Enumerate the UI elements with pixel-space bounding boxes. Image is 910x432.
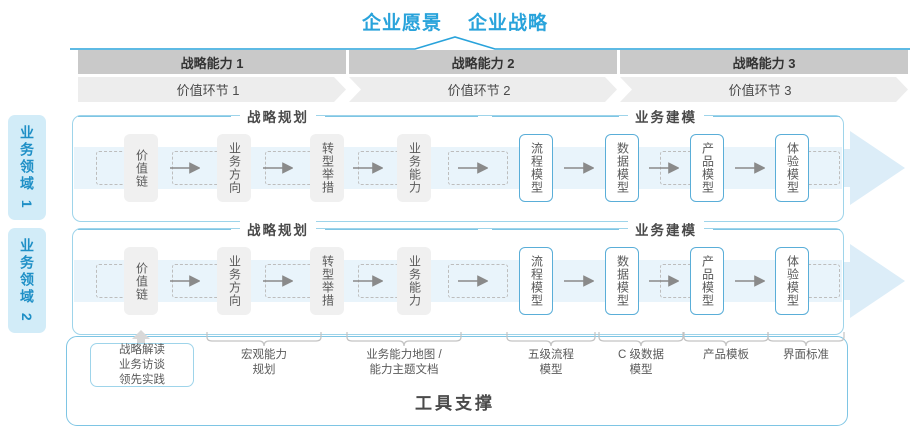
bracket-icon: [346, 332, 462, 346]
value-link-1[interactable]: 价值环节 1: [78, 77, 346, 102]
arrow-icon: [170, 275, 200, 287]
tool-label-boxed-line-1: 战略解读: [119, 343, 165, 356]
title-vision: 企业愿景: [361, 12, 442, 34]
node-planning-3[interactable]: 转型举措: [310, 134, 344, 202]
section-header-modeling-1: 业务建模: [492, 106, 840, 126]
tool-label-3-line-2: 模型: [539, 364, 563, 376]
tool-label-4: C 级数据 模型: [597, 348, 685, 378]
node-modeling-4[interactable]: 体验模型: [775, 247, 809, 315]
section-header-planning-1: 战略规划: [78, 106, 478, 126]
up-arrow-icon: [132, 330, 150, 346]
arrow-icon: [458, 275, 488, 287]
bracket-icon: [767, 332, 845, 346]
tool-label-boxed-line-2: 业务访谈: [119, 358, 165, 371]
node-planning-1[interactable]: 价值链: [124, 247, 158, 315]
node-planning-2[interactable]: 业务方向: [217, 134, 251, 202]
capability-bar: 战略能力 1 战略能力 2 战略能力 3: [78, 50, 908, 74]
domain-label-2: 业务领域 2: [8, 228, 46, 333]
node-planning-2[interactable]: 业务方向: [217, 247, 251, 315]
arrow-icon: [170, 162, 200, 174]
tool-label-1-line-1: 宏观能力: [241, 349, 287, 361]
tool-label-1: 宏观能力 规划: [204, 348, 324, 378]
bracket-icon: [506, 332, 596, 346]
tool-label-boxed[interactable]: 战略解读 业务访谈 领先实践: [90, 343, 194, 387]
node-planning-3[interactable]: 转型举措: [310, 247, 344, 315]
value-link-2[interactable]: 价值环节 2: [349, 77, 617, 102]
arrow-icon: [735, 162, 765, 174]
arrow-icon: [649, 275, 679, 287]
node-modeling-2[interactable]: 数据模型: [605, 134, 639, 202]
capability-cell-1[interactable]: 战略能力 1: [78, 50, 346, 74]
node-modeling-2[interactable]: 数据模型: [605, 247, 639, 315]
node-modeling-3[interactable]: 产品模型: [690, 247, 724, 315]
diagram-title: 企业愿景 企业战略: [0, 6, 910, 36]
section-line-left: [492, 228, 619, 230]
bracket-icon: [206, 332, 322, 346]
section-label-modeling: 业务建模: [628, 106, 704, 126]
tool-label-3-line-1: 五级流程: [528, 349, 574, 361]
arrow-icon: [564, 162, 594, 174]
node-modeling-1[interactable]: 流程模型: [519, 247, 553, 315]
node-planning-1[interactable]: 价值链: [124, 134, 158, 202]
node-modeling-4[interactable]: 体验模型: [775, 134, 809, 202]
tool-label-5: 产品模板: [682, 348, 770, 363]
section-label-planning: 战略规划: [240, 106, 316, 126]
bracket-icon: [598, 332, 684, 346]
placeholder-dash: [448, 151, 508, 185]
tool-label-2: 业务能力地图 / 能力主题文档: [344, 348, 464, 378]
value-link-3[interactable]: 价值环节 3: [620, 77, 908, 102]
section-header-modeling-2: 业务建模: [492, 219, 840, 239]
node-modeling-1[interactable]: 流程模型: [519, 134, 553, 202]
value-link-1-label: 价值环节 1: [176, 83, 240, 98]
section-line-left: [78, 115, 231, 117]
value-link-2-label: 价值环节 2: [447, 83, 511, 98]
title-strategy: 企业战略: [468, 12, 549, 34]
section-line-right: [713, 115, 840, 117]
arrow-icon: [564, 275, 594, 287]
tool-label-4-line-2: 模型: [629, 364, 653, 376]
node-planning-4[interactable]: 业务能力: [397, 134, 431, 202]
tool-label-3: 五级流程 模型: [505, 348, 597, 378]
arrow-icon: [353, 162, 383, 174]
tool-label-6-line-1: 界面标准: [783, 349, 829, 361]
section-label-planning: 战略规划: [240, 219, 316, 239]
tool-label-1-line-2: 规划: [252, 364, 276, 376]
arrow-icon: [353, 275, 383, 287]
section-line-left: [78, 228, 231, 230]
arrow-icon: [263, 162, 293, 174]
bracket-icon: [683, 332, 769, 346]
arrow-icon: [649, 162, 679, 174]
node-planning-4[interactable]: 业务能力: [397, 247, 431, 315]
tool-label-boxed-line-3: 领先实践: [119, 373, 165, 386]
domain-label-1: 业务领域 1: [8, 115, 46, 220]
tool-label-4-line-1: C 级数据: [618, 349, 664, 361]
arrow-icon: [735, 275, 765, 287]
tool-label-2-line-1: 业务能力地图 /: [366, 349, 442, 361]
tool-label-5-line-1: 产品模板: [703, 349, 749, 361]
arrow-icon: [458, 162, 488, 174]
section-line-right: [713, 228, 840, 230]
title-connector: [70, 36, 910, 50]
capability-cell-2[interactable]: 战略能力 2: [349, 50, 617, 74]
tool-label-6: 界面标准: [766, 348, 846, 363]
section-line-right: [325, 228, 478, 230]
node-modeling-3[interactable]: 产品模型: [690, 134, 724, 202]
tool-support-title: 工具支撑: [415, 394, 495, 413]
section-line-left: [492, 115, 619, 117]
value-link-3-label: 价值环节 3: [728, 83, 792, 98]
placeholder-dash: [448, 264, 508, 298]
section-header-planning-2: 战略规划: [78, 219, 478, 239]
section-label-modeling: 业务建模: [628, 219, 704, 239]
section-line-right: [325, 115, 478, 117]
arrow-icon: [263, 275, 293, 287]
tool-label-2-line-2: 能力主题文档: [369, 364, 439, 376]
capability-cell-3[interactable]: 战略能力 3: [620, 50, 908, 74]
value-link-bar: 价值环节 1 价值环节 2 价值环节 3: [78, 77, 908, 102]
tool-support-container: [66, 336, 848, 426]
